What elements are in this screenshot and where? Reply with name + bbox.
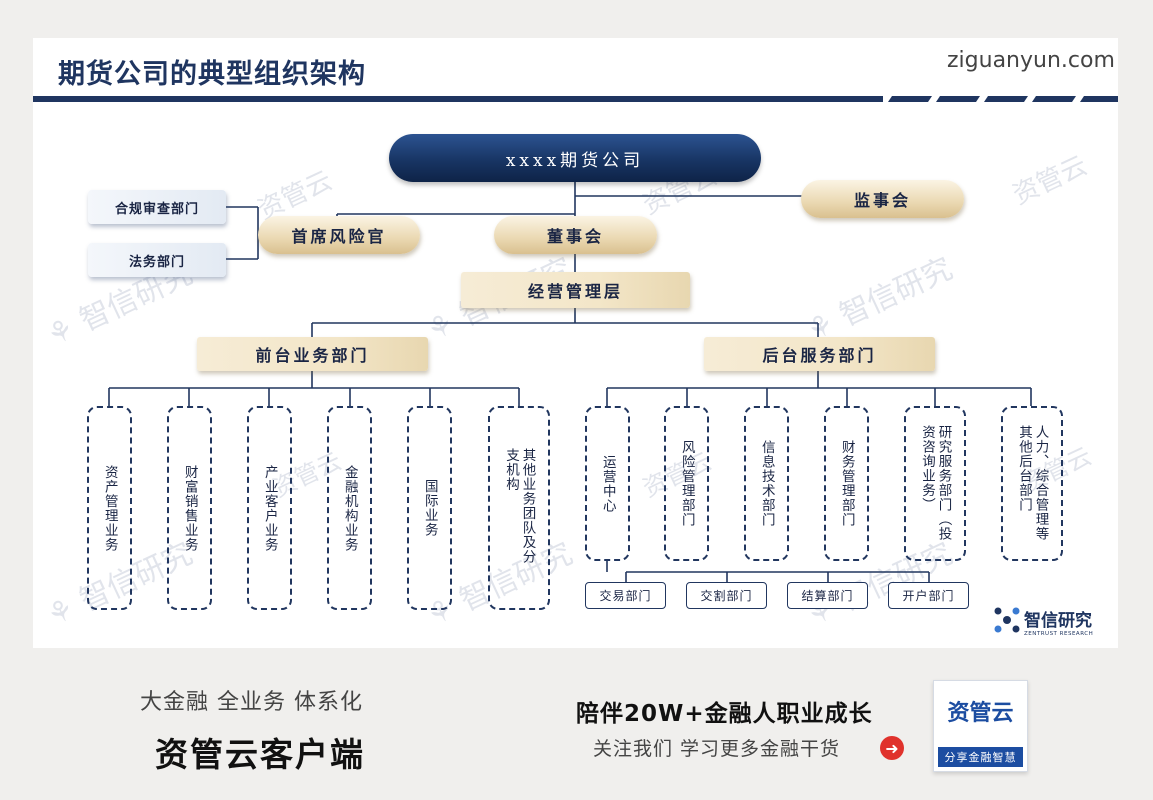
brand-name-en: ZENTRUST RESEARCH <box>1024 631 1094 637</box>
front-office-node: 前台业务部门 <box>197 337 428 371</box>
board-node: 董事会 <box>494 216 657 254</box>
front-unit-label: 其他业务团队及分支机构 <box>503 448 536 564</box>
arrow-right-icon[interactable]: ➜ <box>880 736 904 760</box>
back-unit-research: 研究服务部门（投资咨询业务） <box>904 406 966 561</box>
page-title: 期货公司的典型组织架构 <box>58 59 366 90</box>
chief-risk-officer-node: 首席风险官 <box>258 216 420 254</box>
zentrust-brand-name: 智信研究 ZENTRUST RESEARCH <box>1024 606 1093 637</box>
back-unit-finance: 财务管理部门 <box>824 406 869 561</box>
front-unit-financial-institutions: 金融机构业务 <box>327 406 372 610</box>
back-office-node: 后台服务部门 <box>704 337 935 371</box>
back-unit-label: 研究服务部门（投资咨询业务） <box>919 424 952 541</box>
ops-sub-trading: 交易部门 <box>585 582 666 609</box>
front-unit-industrial-clients: 产业客户业务 <box>247 406 292 610</box>
company-node: xxxx期货公司 <box>389 134 761 182</box>
site-url[interactable]: ziguanyun.com <box>947 48 1115 73</box>
logo-name: 资管云 <box>947 700 1014 726</box>
front-unit-label: 产业客户业务 <box>261 464 278 552</box>
back-unit-label: 信息技术部门 <box>758 440 775 527</box>
front-unit-label: 国际业务 <box>421 479 438 537</box>
legal-dept-node: 法务部门 <box>88 243 226 277</box>
ops-sub-account-opening: 开户部门 <box>888 582 969 609</box>
back-unit-risk-management: 风险管理部门 <box>664 406 709 561</box>
zentrust-logo-icon <box>994 607 1020 633</box>
logo-tagline: 分享金融智慧 <box>938 747 1023 767</box>
front-unit-asset-management: 资产管理业务 <box>87 406 132 610</box>
header-rule <box>33 96 883 102</box>
front-unit-international: 国际业务 <box>407 406 452 610</box>
back-unit-label: 财务管理部门 <box>838 440 855 527</box>
footer-tagline: 大金融 全业务 体系化 <box>140 690 363 715</box>
management-node: 经营管理层 <box>461 272 690 308</box>
footer-client-name: 资管云客户端 <box>155 735 365 774</box>
front-unit-label: 资产管理业务 <box>101 464 118 552</box>
front-unit-label: 财富销售业务 <box>181 464 198 552</box>
back-unit-label: 运营中心 <box>599 454 616 513</box>
back-unit-hr-admin: 人力、综合管理等其他后台部门 <box>1001 406 1063 561</box>
footer-follow-text[interactable]: 关注我们 学习更多金融干货 <box>593 738 841 760</box>
ops-sub-settlement: 结算部门 <box>787 582 868 609</box>
front-unit-other-teams-branches: 其他业务团队及分支机构 <box>488 406 550 610</box>
header-stripes <box>888 96 1118 102</box>
compliance-dept-node: 合规审查部门 <box>88 190 226 224</box>
back-unit-label: 人力、综合管理等其他后台部门 <box>1016 424 1049 541</box>
front-unit-wealth-sales: 财富销售业务 <box>167 406 212 610</box>
back-unit-it: 信息技术部门 <box>744 406 789 561</box>
back-unit-label: 风险管理部门 <box>678 440 695 527</box>
front-unit-label: 金融机构业务 <box>341 464 358 552</box>
ops-sub-delivery: 交割部门 <box>686 582 767 609</box>
supervisory-board-node: 监事会 <box>801 180 964 218</box>
footer-slogan: 陪伴20W+金融人职业成长 <box>576 701 873 727</box>
back-unit-operations-center: 运营中心 <box>585 406 630 561</box>
ziguanyun-logo-card[interactable]: 资管云 分享金融智慧 <box>933 680 1028 772</box>
brand-name-cn: 智信研究 <box>1024 611 1092 631</box>
